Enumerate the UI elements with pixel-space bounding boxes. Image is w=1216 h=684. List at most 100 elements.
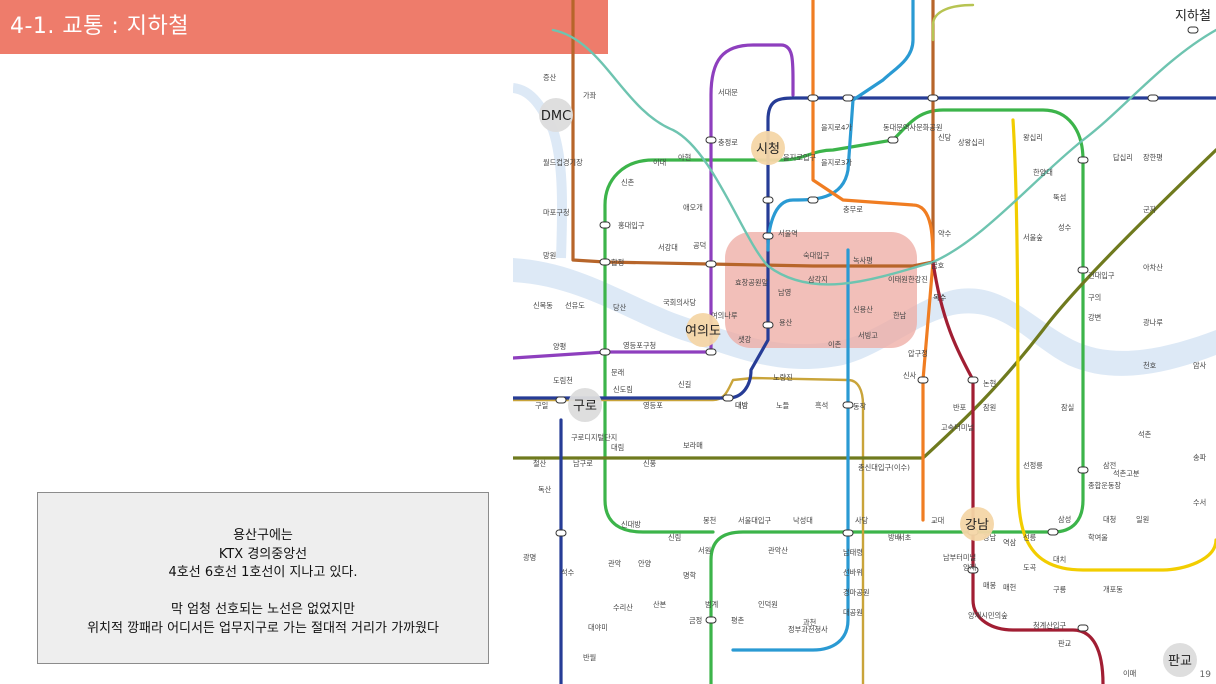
station-label: 남부터미널 [943,553,976,562]
station-label: 명학 [683,571,697,580]
line-2-path [603,108,1085,684]
station-dot [887,136,899,144]
station-label: 잠실 [1061,403,1074,412]
station-label: 관악 [608,559,622,568]
station-label: 선정릉 [1023,461,1043,470]
station-label: 신사 [903,371,917,380]
station-label: 대공원 [843,608,863,617]
note-line: 막 엄청 선호되는 노선은 없었지만 [171,602,355,617]
station-label: 산본 [653,600,667,609]
ui-line-path [931,3,975,42]
map-marker: 강남 [960,507,994,541]
station-label: 독산 [538,485,552,494]
station-label: 매봉 [983,581,997,590]
bundang-path [1011,118,1216,572]
station-label: 구룡 [1053,585,1067,594]
station-label: 신촌 [621,178,635,187]
station-label: 월드컵경기장 [543,158,583,167]
station-dot [967,566,979,574]
station-dot [599,258,611,266]
station-label: 당산 [613,303,627,312]
station-label: 신길 [678,380,691,389]
map-marker-label: 여의도 [685,324,721,339]
note-line: 4호선 6호선 1호선이 지나고 있다. [168,565,358,580]
station-label: 낙성대 [793,516,813,525]
station-label: 서울역 [778,229,798,238]
station-label: 강남 [983,533,997,542]
station-label: 일원 [1136,515,1149,524]
station-dot [967,376,979,384]
station-dot [705,616,717,624]
shinbundang-path [931,260,1105,684]
gyeongui-path [551,28,1216,286]
station-label: 반월 [583,653,596,662]
station-dot [762,321,774,329]
station-label: 고속터미널 [941,423,974,432]
station-label: 선유도 [565,301,585,310]
station-label: 학여울 [1088,533,1108,542]
station-label: 양재시민의숲 [968,611,1008,620]
station-dot [599,348,611,356]
station-label: 신풍 [643,459,657,468]
station-label: 판교 [1058,639,1072,648]
han-river [513,258,1216,376]
station-label: 양평 [553,342,566,351]
station-dot [1077,624,1089,632]
map-marker: 지하철 [1175,9,1211,24]
station-label: 상왕십리 [958,138,984,147]
station-label: 망원 [543,251,556,260]
line-1-path [513,96,1216,400]
station-label: 경마공원 [843,588,869,597]
station-dot [705,348,717,356]
station-label: 남구로 [573,459,593,468]
station-label: 한강진 [908,275,928,284]
station-label: 종합운동장 [1088,481,1121,490]
map-marker-label: 강남 [965,518,989,533]
station-label: 을지로3가 [821,158,852,167]
station-dot [555,529,567,537]
line-7-path [513,148,1216,460]
station-label: 송파 [1193,453,1207,462]
station-label: 이대 [653,158,666,167]
map-marker: 구로 [568,388,602,422]
station-label: 영등포 [643,401,663,410]
station-dot [599,221,611,229]
station-label: 남영 [778,288,791,297]
station-label: 동대문역사문화공원 [883,123,943,132]
station-label: 이매 [1123,669,1136,678]
station-label: 양재 [963,563,976,572]
station-label: 여의나루 [711,311,738,320]
map-marker: 시청 [751,131,785,165]
note-line: KTX 경의중앙선 [218,546,308,562]
station-label: 동작 [853,402,867,411]
station-dot [1077,466,1089,474]
station-label: 봉천 [703,516,716,525]
station-label: 증산 [543,73,557,82]
station-label: 수서 [1193,498,1206,507]
station-label: 마포구청 [543,208,569,217]
station-label: 보라매 [683,441,703,450]
station-label: 효창공원앞 [735,278,768,287]
station-label: 압구정 [908,349,928,358]
station-dot [1187,26,1199,34]
station-label: 역삼 [1003,538,1017,547]
station-label: 광명 [523,553,536,562]
page-number: 19 [1199,670,1211,680]
station-label: 철산 [533,459,547,468]
line-4-south [731,248,850,652]
station-label: 애오개 [683,203,703,212]
station-label: 매헌 [1003,583,1016,592]
anyang-stream [513,83,568,259]
station-label: 방배 [888,533,901,542]
station-label: 석촌 [1138,430,1152,439]
station-label: 뚝섬 [1053,193,1066,202]
station-label: 구일 [535,401,548,410]
station-dot [1077,266,1089,274]
station-label: 옥수 [933,293,947,302]
station-label: 아현 [678,153,691,162]
station-label: 총신대입구(이수) [858,463,910,472]
station-label: 한양대 [1033,168,1053,177]
station-dot [762,196,774,204]
line-6-path [571,0,935,268]
